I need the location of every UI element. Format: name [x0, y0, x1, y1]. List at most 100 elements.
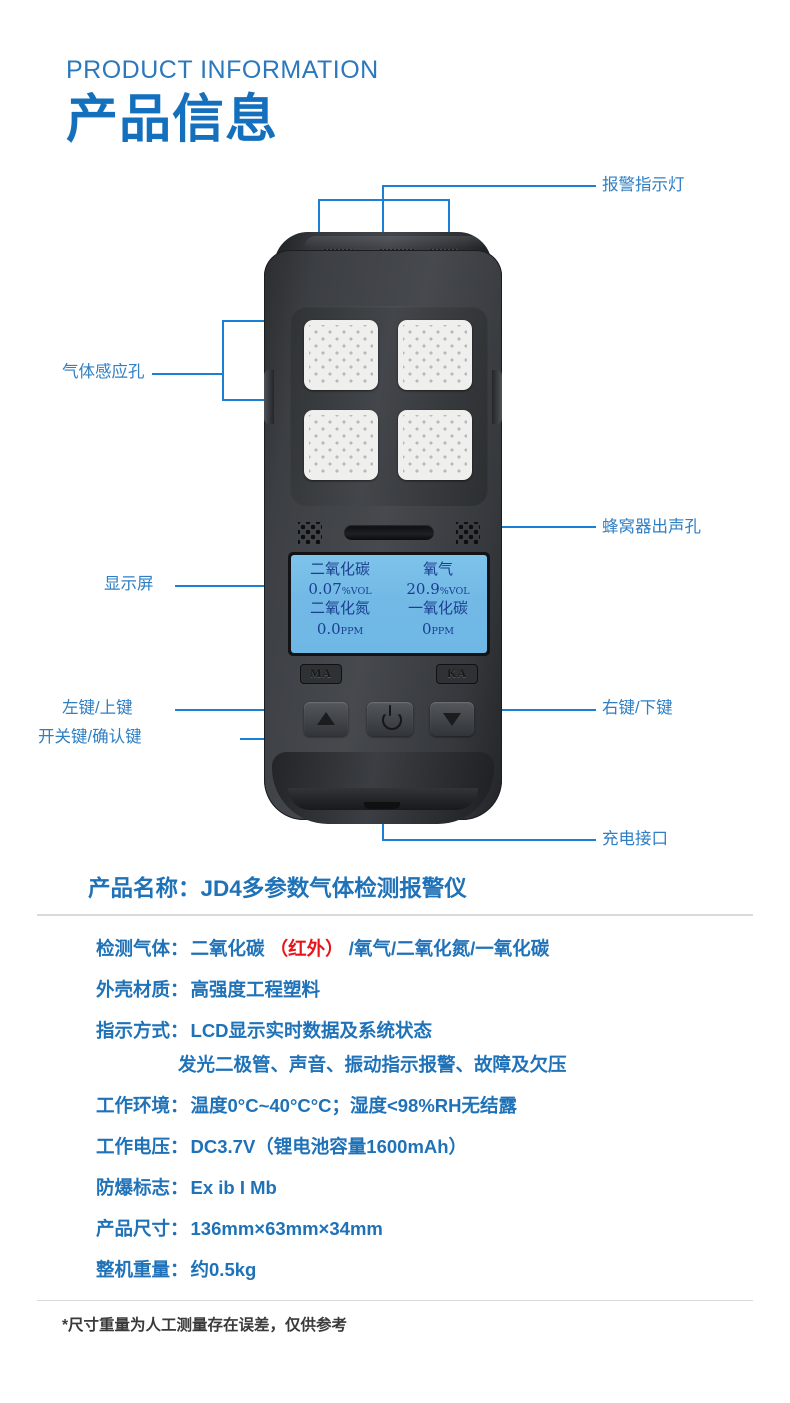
callout-charging-port: 充电接口 [602, 830, 668, 848]
detected-gas-pre: 二氧化碳 [190, 937, 270, 959]
gas-sensor-pad-1 [304, 320, 378, 390]
callout-display-screen: 显示屏 [104, 575, 154, 593]
callout-power-confirm-key: 开关键/确认键 [38, 728, 142, 746]
buzzer-row [290, 518, 488, 548]
callout-line-alarm-center-v [382, 185, 384, 242]
page-header: PRODUCT INFORMATION 产品信息 [66, 55, 379, 151]
callout-line-alarm-lead [382, 185, 596, 187]
top-cap-highlight [304, 236, 494, 248]
lcd-reading-1: 0.07%VOL [291, 579, 389, 598]
power-confirm-button[interactable] [367, 702, 413, 736]
spec-row-weight: 整机重量： 约0.5kg [96, 1249, 790, 1290]
gas-sensor-pad-3 [304, 410, 378, 480]
gas-sensor-panel [290, 306, 488, 506]
callout-gas-sensor-holes: 气体感应孔 [62, 363, 145, 381]
spec-value-indication-continued: 发光二极管、声音、振动指示报警、故障及欠压 [178, 1053, 567, 1075]
lcd-screen-frame: 二氧化碳 氧气 0.07%VOL 20.9%VOL 二氧化氮 一氧化碳 [288, 552, 490, 656]
detected-gas-post: /氧气/二氧化氮/一氧化碳 [343, 937, 550, 959]
callout-line-gas-lead [152, 373, 222, 375]
certification-badges: MA KA [290, 664, 488, 686]
callout-line-left-up-key [175, 709, 290, 711]
lcd-reading-2: 20.9%VOL [389, 579, 487, 598]
spec-label-indication-mode: 指示方式： [96, 1019, 189, 1041]
lcd-reading-4: 0PPM [389, 619, 487, 638]
spec-value-explosion-proof: Ex ib I Mb [190, 1176, 277, 1198]
up-triangle-icon [317, 712, 335, 725]
lcd-row-values-bottom: 0.0PPM 0PPM [291, 619, 487, 638]
callout-line-gas-top [222, 320, 282, 322]
callout-right-down-key: 右键/下键 [602, 699, 673, 717]
spec-list: 检测气体： 二氧化碳 （红外） /氧气/二氧化氮/一氧化碳 外壳材质： 高强度工… [0, 928, 790, 1290]
lcd-gas-name-1: 二氧化碳 [309, 560, 370, 578]
buzzer-holes-left-icon [298, 522, 322, 544]
gas-sensor-pad-2 [398, 320, 472, 390]
detected-gas-infrared: （红外） [269, 937, 344, 959]
spec-label-detected-gas: 检测气体： [96, 937, 189, 959]
callout-line-gas-bottom [222, 399, 282, 401]
callout-line-alarm-bridge [318, 199, 450, 201]
spec-divider-bottom [37, 1299, 753, 1301]
page-title-english: PRODUCT INFORMATION [66, 56, 379, 84]
spec-value-weight: 约0.5kg [190, 1258, 257, 1280]
spec-label-shell-material: 外壳材质： [96, 978, 189, 1000]
spec-value-detected-gas: 二氧化碳 （红外） /氧气/二氧化氮/一氧化碳 [191, 935, 550, 962]
spec-value-indication-mode: LCD显示实时数据及系统状态 [190, 1019, 433, 1041]
lcd-reading-3: 0.0PPM [291, 619, 389, 638]
down-triangle-icon [443, 713, 461, 726]
lcd-unit-4: PPM [431, 626, 455, 637]
spec-row-indication-mode: 指示方式： LCD显示实时数据及系统状态 [96, 1010, 790, 1051]
lcd-row-names-bottom: 二氧化氮 一氧化碳 [291, 600, 487, 616]
spec-row-working-environment: 工作环境： 温度0°C~40°C°C；湿度<98%RH无结露 [96, 1085, 790, 1126]
gas-sensor-pad-4 [398, 410, 472, 480]
spec-value-working-environment: 温度0°C~40°C°C；湿度<98%RH无结露 [190, 1094, 518, 1116]
device-grip-left [264, 370, 274, 424]
lcd-value-4: 0 [421, 620, 432, 638]
button-row [290, 700, 488, 744]
spec-value-dimensions: 136mm×63mm×34mm [190, 1217, 383, 1239]
lcd-unit-3: PPM [340, 626, 364, 637]
callout-line-display [175, 585, 290, 587]
callout-line-alarm-right-v [448, 200, 450, 242]
callout-left-up-key: 左键/上键 [62, 699, 133, 717]
spec-value-shell-material: 高强度工程塑料 [190, 978, 321, 1000]
callout-line-right-down-key [475, 709, 596, 711]
lcd-value-2: 20.9 [406, 580, 440, 598]
speaker-slot [344, 525, 434, 540]
spec-label-weight: 整机重量： [96, 1258, 189, 1280]
spec-row-indication-mode-continued: 发光二极管、声音、振动指示报警、故障及欠压 [96, 1051, 790, 1085]
callout-line-gas-lead-v [222, 320, 224, 399]
buzzer-holes-right-icon [456, 522, 480, 544]
left-up-button[interactable] [304, 702, 348, 736]
lcd-gas-name-4: 一氧化碳 [407, 599, 468, 617]
lcd-value-3: 0.0 [316, 620, 341, 638]
badge-ma: MA [300, 664, 342, 684]
spec-footnote: *尺寸重量为人工测量存在误差，仅供参考 [62, 1317, 348, 1334]
badge-ka: KA [436, 664, 478, 684]
lcd-row-names-top: 二氧化碳 氧气 [291, 561, 487, 577]
page-title-chinese: 产品信息 [66, 91, 279, 149]
lcd-unit-2: %VOL [439, 586, 470, 597]
lcd-value-1: 0.07 [308, 580, 342, 598]
charging-port [364, 802, 400, 809]
spec-row-working-voltage: 工作电压： DC3.7V（锂电池容量1600mAh） [96, 1126, 790, 1167]
device-body: 二氧化碳 氧气 0.07%VOL 20.9%VOL 二氧化氮 一氧化碳 [264, 250, 502, 820]
lcd-gas-name-3: 二氧化氮 [309, 599, 370, 617]
spec-row-explosion-proof: 防爆标志： Ex ib I Mb [96, 1167, 790, 1208]
spec-row-detected-gas: 检测气体： 二氧化碳 （红外） /氧气/二氧化氮/一氧化碳 [96, 928, 790, 969]
spec-divider-top [37, 914, 753, 916]
callout-line-charge-h [382, 839, 596, 841]
spec-label-working-voltage: 工作电压： [96, 1135, 189, 1157]
callout-line-alarm-left-v [318, 200, 320, 242]
spec-value-working-voltage: DC3.7V（锂电池容量1600mAh） [190, 1135, 468, 1157]
right-down-button[interactable] [430, 702, 474, 736]
device-bottom-edge [288, 788, 478, 810]
product-name-row: 产品名称：JD4多参数气体检测报警仪 [88, 872, 790, 906]
spec-label-explosion-proof: 防爆标志： [96, 1176, 189, 1198]
device-grip-right [492, 370, 502, 424]
callout-buzzer-holes: 蜂窝器出声孔 [602, 518, 701, 536]
power-icon-bar [388, 705, 392, 716]
lcd-unit-1: %VOL [341, 586, 372, 597]
lcd-screen: 二氧化碳 氧气 0.07%VOL 20.9%VOL 二氧化氮 一氧化碳 [291, 555, 487, 653]
product-name-label: 产品名称： [88, 876, 201, 901]
lcd-gas-name-2: 氧气 [422, 560, 453, 578]
